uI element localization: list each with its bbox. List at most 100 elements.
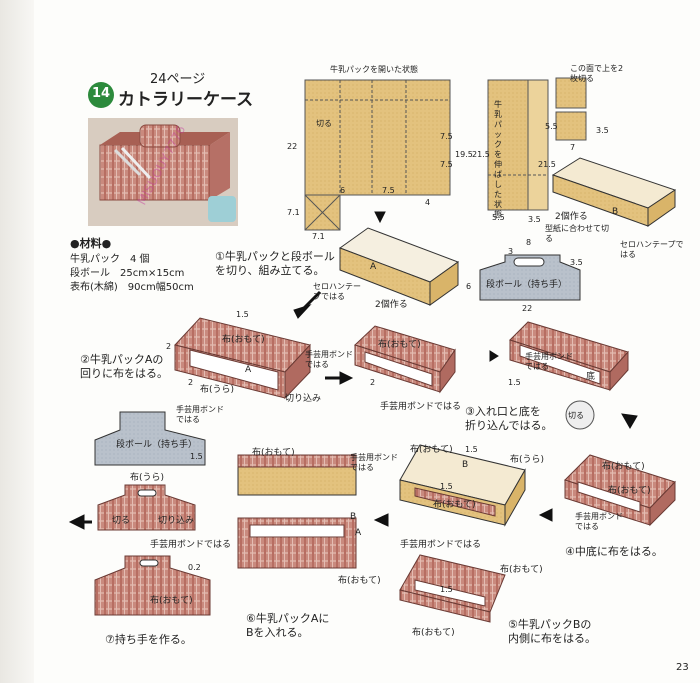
tall-carton-diagram [487, 77, 587, 211]
dim: 0.2 [188, 563, 201, 572]
diagram-title: 牛乳パックを開いた状態 [330, 65, 418, 74]
dim: 22 [287, 142, 298, 151]
step3-box [354, 325, 456, 394]
material-item: 段ボール 25cm×15cm [70, 268, 185, 279]
dim: 7.1 [312, 232, 325, 241]
dim: 1.5 [190, 452, 203, 461]
tape-label: セロハンテープではる [620, 240, 684, 259]
dim: 1.5 [465, 445, 478, 454]
cloth-front-label: 布(おもて) [252, 448, 295, 458]
dim: 3.5 [596, 126, 609, 135]
dim: 7.5 [440, 160, 453, 169]
label-b: B [462, 460, 469, 470]
glue-label: 手芸用ボンドではる [400, 540, 482, 550]
dim: 22 [522, 304, 533, 313]
step4-text: ④中底に布をはる。 [565, 545, 663, 558]
dim: 5.5 [545, 122, 558, 131]
dim: 21.5 [538, 160, 556, 169]
cloth-front-label: 布(おもて) [412, 628, 455, 638]
cut-label: 切る [112, 516, 131, 526]
dim: 1.5 [440, 482, 453, 491]
material-item: 牛乳パック 4 個 [70, 254, 150, 265]
dim: 5.5 [492, 213, 505, 222]
dim: 6 [466, 282, 472, 291]
step6-boxes [237, 454, 357, 569]
glue-label: 手芸用ボンドではる [380, 402, 462, 412]
dim: 1.5 [440, 585, 453, 594]
make-two-label: 2個作る [555, 212, 588, 222]
dim: 7.5 [440, 132, 453, 141]
page-gutter [0, 0, 34, 683]
step5-box-b [399, 444, 526, 527]
dim: 6 [340, 186, 346, 195]
label-a: A [355, 528, 362, 538]
step1-text: ①牛乳パックと段ボールを切り、組み立てる。 [215, 250, 335, 277]
dim: 4 [425, 198, 431, 207]
dim: 2 [188, 378, 194, 387]
cut-note: この面で上を2枚切る [570, 64, 624, 83]
materials-heading: ●材料● [70, 237, 112, 250]
step-badge [88, 82, 114, 108]
unfolded-carton-diagram [304, 79, 451, 231]
label-a: A [245, 365, 252, 375]
glue-label: 手芸用ボンドではる [150, 540, 232, 550]
dim: 2 [370, 378, 376, 387]
cut-label: 切る [316, 119, 332, 128]
glue-label: 手芸用ボンドではる [176, 405, 224, 424]
dim: 2 [166, 342, 172, 351]
label-b: B [350, 512, 357, 522]
badge-number: 14 [92, 86, 111, 101]
box-b-diagram [551, 157, 677, 227]
cloth-front-label: 布(おもて) [602, 462, 645, 472]
step4-box [564, 454, 676, 527]
box-a-diagram [338, 227, 460, 306]
cloth-back-label: 布(うら) [130, 473, 165, 483]
step3-box-bottom [509, 321, 629, 430]
step2-box [174, 317, 311, 400]
glue-label: 手芸用ボンドではる [350, 453, 398, 472]
step7-handles [94, 411, 211, 616]
glue-label: 手芸用ボンドではる [575, 512, 623, 531]
cloth-front-label: 布(おもて) [378, 340, 421, 350]
glue-label: 手芸用ボンドではる [305, 350, 353, 369]
step5-text: ⑤牛乳パックBの 内側に布をはる。 [508, 618, 596, 645]
step5-inner-box [399, 554, 506, 623]
cut-label: 切る [568, 411, 584, 420]
bottom-label: 底 [586, 372, 596, 382]
tape-label: セロハンテープではる [313, 282, 361, 301]
dim: 1.5 [236, 310, 249, 319]
label-a: A [370, 262, 377, 272]
glue-label: 手芸用ボンドではる [525, 352, 573, 371]
dim: 21.5 [472, 150, 490, 159]
dim: 7.5 [382, 186, 395, 195]
step6-text: ⑥牛乳パックAに Bを入れる。 [246, 612, 330, 639]
handle-board-label: 段ボール（持ち手） [116, 440, 198, 450]
dim: 7.1 [287, 208, 300, 217]
cloth-back-label: 布(うら) [200, 385, 235, 395]
step2-text: ②牛乳パックAの 回りに布をはる。 [80, 353, 168, 380]
cloth-front-label: 布(おもて) [338, 576, 381, 586]
flow-arrows [68, 211, 638, 530]
page-number: 23 [676, 662, 689, 673]
dim: 19.5 [455, 150, 473, 159]
dim: 3.5 [528, 215, 541, 224]
dim: 8 [526, 238, 532, 247]
cloth-front-label: 布(おもて) [608, 486, 651, 496]
cloth-front-label: 布(おもて) [222, 335, 265, 345]
page-reference: 24ページ [150, 72, 206, 87]
cloth-front-label: 布(おもて) [150, 596, 193, 606]
dim: 7 [570, 143, 576, 152]
pattern-note: 型紙に合わせて切る [545, 224, 609, 243]
handle-board-diagram [479, 254, 581, 301]
label-b: B [612, 207, 619, 217]
page-title: カトラリーケース [118, 90, 254, 110]
cloth-front-label: 布(おもて) [410, 445, 453, 455]
cut-in-label: 切り込み [285, 394, 322, 404]
step7-text: ⑦持ち手を作る。 [105, 633, 192, 646]
material-item: 表布(木綿) 90cm幅50cm [70, 282, 194, 293]
cut-in-label: 切り込み [158, 516, 195, 526]
dim: 3.5 [570, 258, 583, 267]
dim: 3 [508, 247, 514, 256]
